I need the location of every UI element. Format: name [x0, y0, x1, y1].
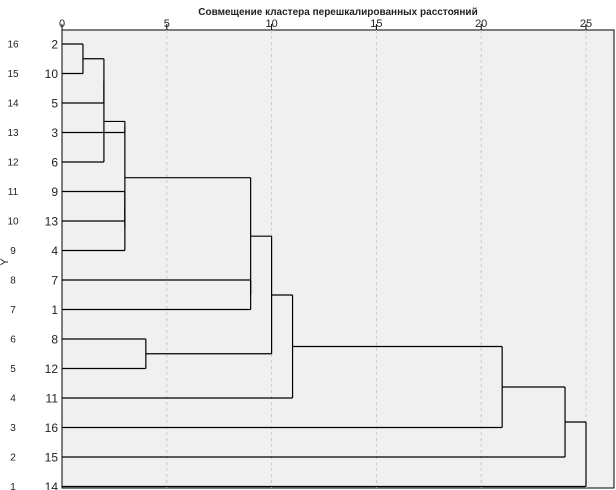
- y-tick-label: 8: [10, 276, 16, 287]
- y-tick-label: 2: [10, 453, 16, 464]
- leaf-label: 2: [51, 38, 58, 52]
- y-tick-label: 16: [7, 40, 19, 51]
- leaf-label: 7: [51, 274, 58, 288]
- dendrogram-links: [62, 43, 587, 488]
- leaf-label: 5: [51, 97, 58, 111]
- leaf-label: 9: [51, 185, 58, 199]
- leaf-label: 10: [45, 67, 59, 81]
- y-tick-label: 5: [10, 364, 16, 375]
- x-tick-label: 15: [370, 18, 382, 30]
- y-tick-label: 12: [7, 158, 19, 169]
- leaf-label: 11: [46, 392, 59, 406]
- y-tick-label: 10: [7, 217, 19, 228]
- x-tick-label: 0: [59, 18, 65, 30]
- leaf-label: 16: [45, 421, 59, 435]
- leaf-label: 1: [51, 303, 58, 317]
- y-tick-label: 9: [10, 246, 16, 257]
- x-tick-label: 10: [265, 18, 277, 30]
- leaf-label: 3: [51, 126, 58, 140]
- y-tick-label: 15: [7, 69, 19, 80]
- y-tick-label: 7: [10, 305, 16, 316]
- y-tick-label: 3: [10, 423, 16, 434]
- x-tick-label: 20: [475, 18, 487, 30]
- y-tick-label: 11: [8, 187, 19, 198]
- plot-area: [61, 29, 615, 489]
- chart-title: Совмещение кластера перешкалированных ра…: [198, 7, 477, 18]
- y-tick-label: 6: [10, 335, 16, 346]
- leaf-label: 8: [51, 333, 58, 347]
- x-axis: 0 5 10 15 20 25: [59, 18, 592, 30]
- leaf-label: 12: [45, 362, 59, 376]
- x-tick-label: 25: [580, 18, 592, 30]
- leaf-label: 13: [45, 215, 59, 229]
- y-axis: 16 15 14 13 12 11 10 9 8 7 6 5 4 3 2 1: [7, 40, 19, 490]
- leaf-label: 6: [51, 156, 58, 170]
- leaf-label: 15: [45, 451, 59, 465]
- y-axis-title: Y: [0, 258, 11, 266]
- y-tick-label: 1: [10, 482, 16, 490]
- y-tick-label: 13: [7, 128, 19, 139]
- leaf-label: 14: [45, 480, 59, 490]
- leaf-labels: 2 10 5 3 6 9 13 4 7 1 8 12 11 16 15 14: [45, 38, 59, 490]
- y-tick-label: 14: [7, 99, 19, 110]
- x-tick-label: 5: [164, 18, 170, 30]
- y-tick-label: 4: [10, 394, 16, 405]
- leaf-label: 4: [51, 244, 58, 258]
